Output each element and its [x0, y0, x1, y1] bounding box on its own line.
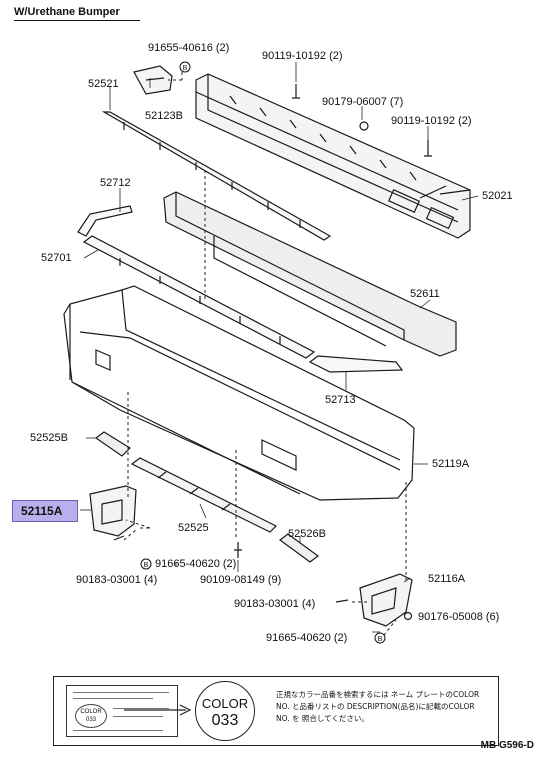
plate-color-word: COLOR — [80, 709, 102, 715]
name-plate-illustration: COLOR 033 — [66, 685, 178, 737]
color-word: COLOR — [201, 696, 249, 711]
title-underline — [14, 20, 140, 21]
callout-91665-40620-right[interactable]: 91665-40620 (2) — [266, 632, 348, 644]
callout-52116A[interactable]: 52116A — [428, 573, 466, 585]
color-code: 033 — [211, 712, 239, 729]
plate-line — [113, 716, 163, 717]
bumper-reinforcement-52021 — [195, 73, 471, 239]
bracket-52526B — [278, 533, 320, 563]
callout-52611[interactable]: 52611 — [410, 288, 440, 300]
callout-52123B[interactable]: 52123B — [145, 110, 183, 122]
callout-52115A: 52115A — [21, 504, 63, 518]
callout-52713[interactable]: 52713 — [325, 394, 356, 406]
screw-90183-right — [335, 599, 349, 603]
nut-90179 — [359, 121, 369, 131]
callout-52525[interactable]: 52525 — [178, 522, 209, 534]
callout-52119A[interactable]: 52119A — [432, 458, 470, 470]
side-bracket-52115A — [89, 485, 137, 537]
bolt-90119-right — [424, 140, 432, 157]
clip-marker-b-left-label: B — [144, 562, 149, 569]
callout-52521[interactable]: 52521 — [88, 78, 119, 90]
callout-90119-10192-top[interactable]: 90119-10192 (2) — [262, 50, 343, 62]
color-note-box: COLOR 033 COLOR 033 正規なカラー品番を検索するには ネーム … — [53, 676, 499, 746]
callout-52712[interactable]: 52712 — [100, 177, 131, 189]
plate-line — [73, 730, 163, 731]
bumper-cover-52119A — [63, 285, 415, 501]
callout-90183-03001-left[interactable]: 90183-03001 (4) — [76, 574, 158, 586]
callout-90179-06007[interactable]: 90179-06007 (7) — [322, 96, 404, 108]
plate-color-code: 033 — [85, 717, 96, 723]
color-instruction-text: 正規なカラー品番を検索するには ネーム プレートのCOLOR NO. と品番リス… — [276, 690, 480, 723]
molding-52712 — [77, 205, 133, 237]
callout-52526B[interactable]: 52526B — [288, 528, 326, 540]
clip-marker-b-top-label: B — [183, 65, 188, 72]
callout-52701[interactable]: 52701 — [41, 252, 72, 264]
diagram-title: W/Urethane Bumper — [14, 6, 120, 18]
clip-marker-b-left — [140, 558, 152, 570]
callout-90109-08149[interactable]: 90109-08149 (9) — [200, 574, 282, 586]
bracket-52123B — [133, 65, 173, 95]
callout-91665-40620-left[interactable]: 91665-40620 (2) — [155, 558, 237, 570]
callout-90176-05008[interactable]: 90176-05008 (6) — [418, 611, 500, 623]
plate-line — [113, 708, 169, 709]
plate-line — [73, 698, 153, 699]
callout-90183-03001-right[interactable]: 90183-03001 (4) — [234, 598, 316, 610]
callout-52115A-highlight[interactable]: 52115A — [12, 500, 78, 522]
side-bracket-52116A — [359, 573, 413, 627]
callout-52525B[interactable]: 52525B — [30, 432, 68, 444]
bolt-90119-top — [292, 84, 300, 99]
color-code-circle: COLOR 033 — [195, 681, 255, 741]
clip-marker-b-top — [179, 61, 191, 73]
callout-52021[interactable]: 52021 — [482, 190, 513, 202]
callout-90119-10192-right[interactable]: 90119-10192 (2) — [391, 115, 472, 127]
pointer-arrow-icon — [124, 704, 192, 716]
nut-90176 — [403, 611, 413, 621]
clip-marker-b-right — [374, 632, 386, 644]
energy-absorber-52611 — [163, 191, 457, 357]
molding-52713 — [308, 355, 404, 373]
callout-91655-40616[interactable]: 91655-40616 (2) — [148, 42, 230, 54]
screw-90183-left — [113, 535, 125, 541]
plate-line — [73, 692, 169, 693]
diagram-code: MB G596-D — [480, 740, 534, 751]
molding-52701 — [82, 235, 316, 359]
clip-marker-b-right-label: B — [378, 636, 383, 643]
retainer-52521 — [101, 111, 332, 241]
bracket-52525B — [94, 431, 131, 457]
plate-color-badge: COLOR 033 — [75, 704, 107, 728]
clip-90109 — [234, 542, 242, 558]
bumper-stay-52525 — [130, 457, 278, 533]
